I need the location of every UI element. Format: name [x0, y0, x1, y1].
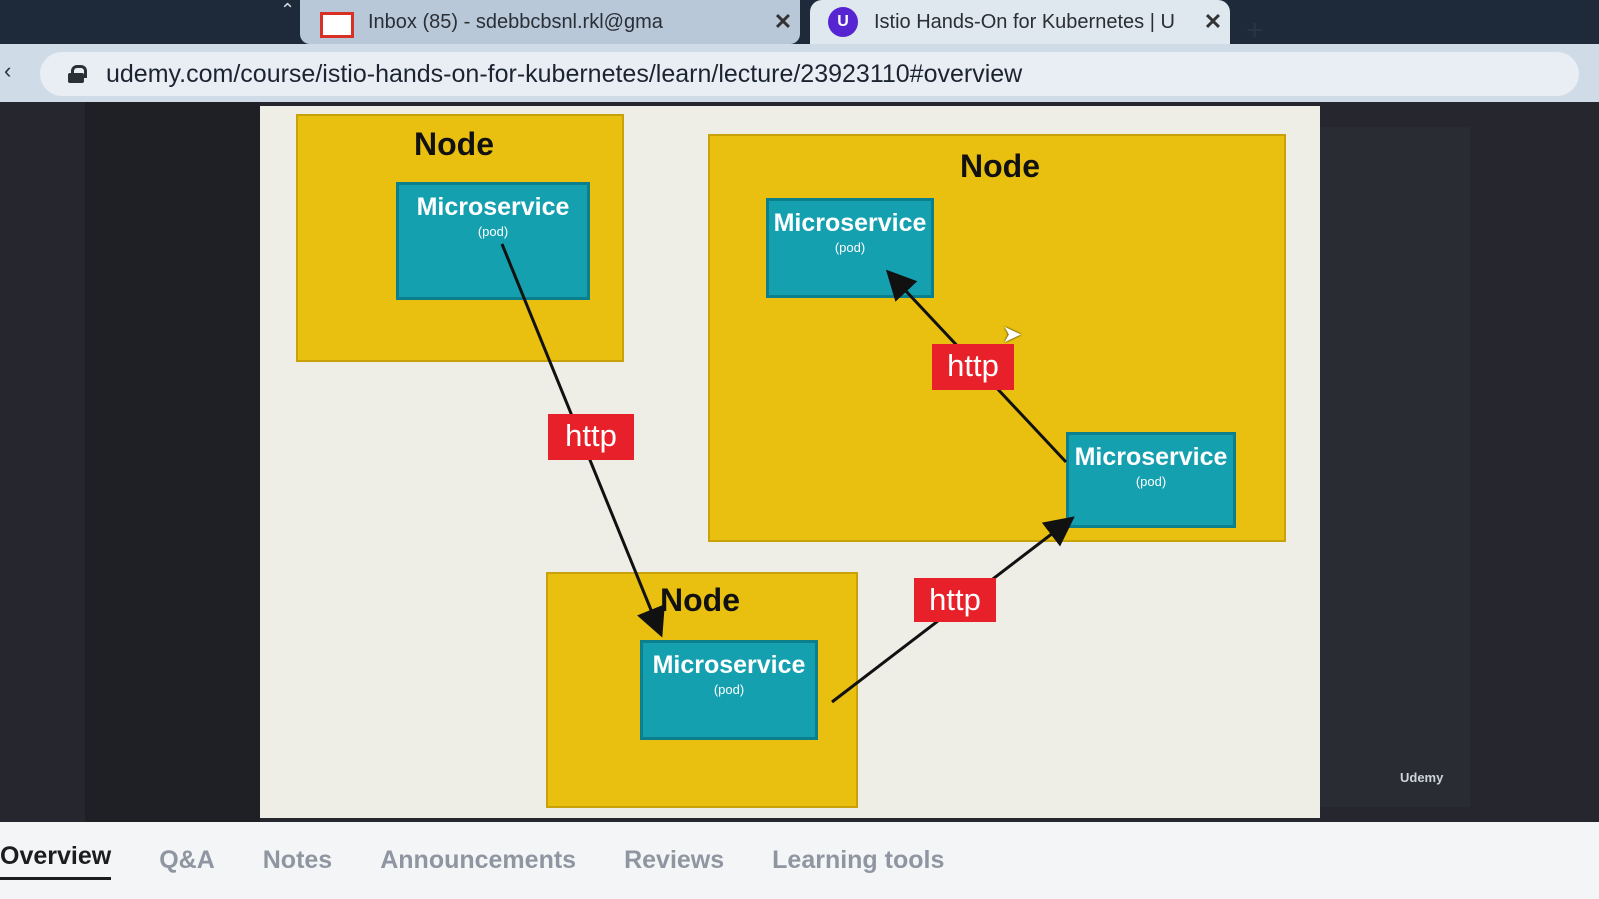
back-icon[interactable]: ‹: [4, 58, 12, 83]
tab-notes[interactable]: Notes: [262, 846, 333, 874]
microservice-sub: (pod): [834, 240, 866, 255]
browser-tab-strip: ⌃ Inbox (85) - sdebbcbsnl.rkl@gma ✕ U Is…: [0, 0, 1599, 47]
node-label: Node: [960, 148, 1040, 184]
tab-title: Istio Hands-On for Kubernetes | U: [874, 10, 1175, 33]
video-player[interactable]: Node Microservice (pod) Node Microservic…: [0, 102, 1599, 822]
udemy-icon: U: [828, 7, 858, 37]
course-tab-bar: Overview Q&A Notes Announcements Reviews…: [0, 822, 1599, 899]
tab-announcements[interactable]: Announcements: [380, 846, 577, 874]
tab-overview[interactable]: Overview: [0, 842, 112, 880]
http-label: http: [548, 414, 634, 460]
url-field[interactable]: udemy.com/course/istio-hands-on-for-kube…: [40, 52, 1579, 96]
node-label: Node: [414, 126, 494, 162]
http-label: http: [932, 344, 1014, 390]
node-label: Node: [660, 582, 740, 618]
microservice-pod: Microservice (pod): [396, 182, 590, 300]
lock-icon[interactable]: [68, 65, 87, 83]
gmail-icon: [320, 12, 354, 38]
http-label: http: [914, 578, 996, 622]
microservice-sub: (pod): [1135, 474, 1167, 489]
lecture-slide: Node Microservice (pod) Node Microservic…: [260, 106, 1320, 818]
close-tab-icon[interactable]: ✕: [1203, 9, 1223, 34]
microservice-sub: (pod): [713, 682, 745, 697]
video-letterbox-right: [1320, 127, 1470, 807]
tab-search-icon[interactable]: ⌃: [280, 0, 296, 20]
microservice-title: Microservice: [652, 651, 806, 679]
mouse-cursor-icon: ➤: [1002, 321, 1023, 348]
node-box: Node Microservice (pod) Microservice (po…: [708, 134, 1286, 542]
tab-reviews[interactable]: Reviews: [624, 846, 725, 874]
node-box: Node Microservice (pod): [296, 114, 624, 362]
microservice-pod: Microservice (pod): [766, 198, 934, 298]
tab-qa[interactable]: Q&A: [159, 846, 215, 874]
microservice-title: Microservice: [1074, 443, 1228, 471]
tab-title: Inbox (85) - sdebbcbsnl.rkl@gma: [368, 10, 663, 33]
microservice-title: Microservice: [416, 193, 570, 221]
tab-learning-tools[interactable]: Learning tools: [772, 846, 945, 874]
video-letterbox-left: [85, 102, 260, 822]
node-box: Node Microservice (pod): [546, 572, 858, 808]
address-bar: ‹ udemy.com/course/istio-hands-on-for-ku…: [0, 44, 1599, 102]
microservice-title: Microservice: [773, 209, 927, 237]
tab-udemy-course[interactable]: U Istio Hands-On for Kubernetes | U ✕: [810, 0, 1230, 44]
microservice-pod: Microservice (pod): [1066, 432, 1236, 528]
tab-gmail-inbox[interactable]: Inbox (85) - sdebbcbsnl.rkl@gma ✕: [300, 0, 800, 44]
microservice-pod: Microservice (pod): [640, 640, 818, 740]
close-tab-icon[interactable]: ✕: [773, 9, 793, 34]
new-tab-button[interactable]: +: [1246, 14, 1264, 47]
url-text[interactable]: udemy.com/course/istio-hands-on-for-kube…: [106, 59, 1023, 88]
microservice-sub: (pod): [477, 224, 509, 239]
udemy-watermark-logo: Udemy: [1400, 770, 1444, 785]
